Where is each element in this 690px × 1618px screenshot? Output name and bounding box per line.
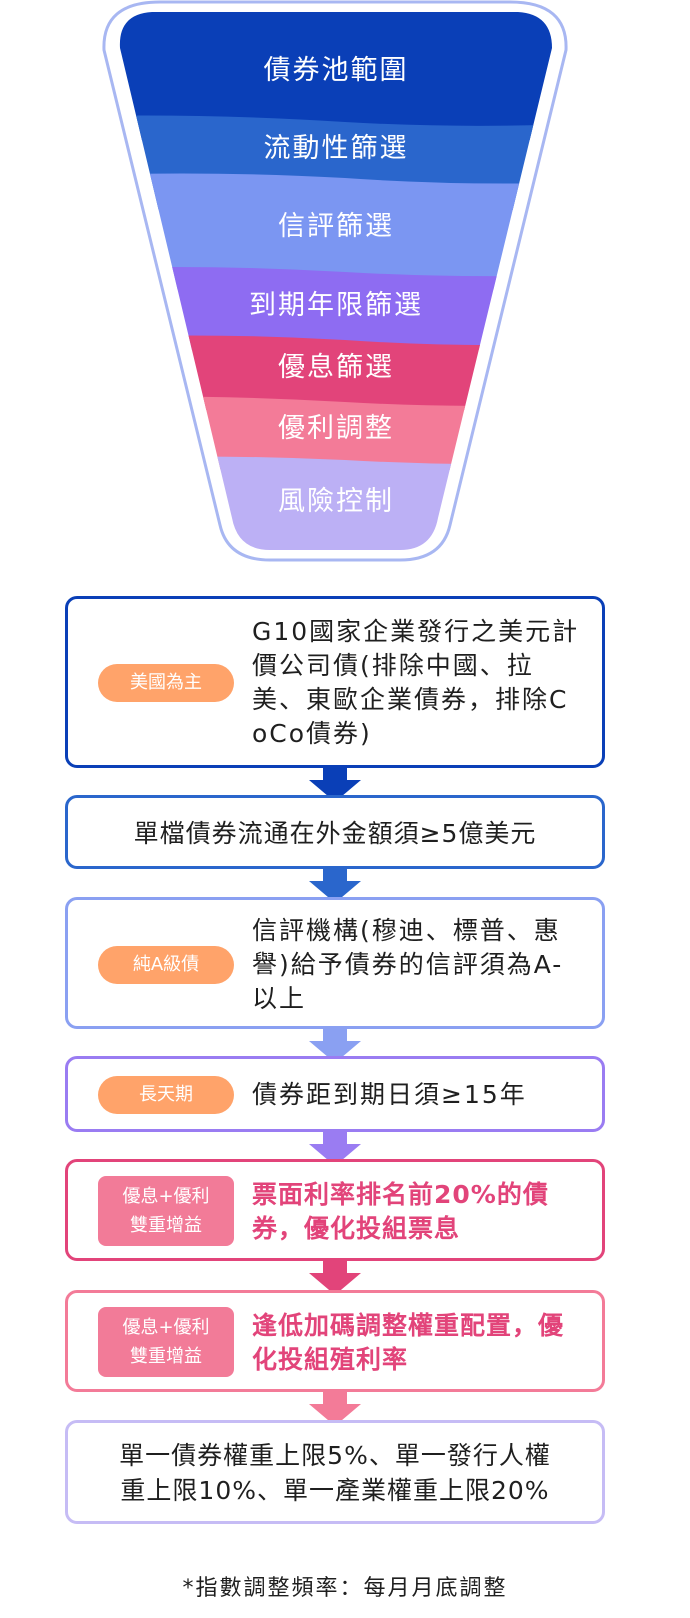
funnel-diagram: 債券池範圍 流動性篩選 信評篩選 到期年限篩選 優息篩選 優利調整 風險控制: [102, 0, 568, 562]
step-box-liquidity: 單檔債券流通在外金額須≥5億美元: [65, 795, 605, 869]
funnel-stage-label-6: 優利調整: [278, 413, 394, 444]
arrow-down-icon: [309, 1261, 361, 1295]
step-desc-risk-line-1: 單一債券權重上限5%、單一發行人權: [119, 1441, 551, 1470]
funnel-stage-label-1: 債券池範圍: [264, 55, 409, 86]
funnel-stage-label-3: 信評篩選: [278, 211, 394, 242]
arrow-down-icon: [309, 768, 361, 802]
step-box-universe: 美國為主 G10國家企業發行之美元計價公司債(排除中國、拉美、東歐企業債券，排除…: [65, 596, 605, 768]
arrow-down-icon: [309, 1132, 361, 1166]
step-box-maturity: 長天期 債券距到期日須≥15年: [65, 1056, 605, 1132]
funnel-outline: [102, 0, 568, 562]
step-desc-liquidity: 單檔債券流通在外金額須≥5億美元: [133, 819, 537, 848]
step-box-risk-control: 單一債券權重上限5%、單一發行人權 重上限10%、單一產業權重上限20%: [65, 1420, 605, 1524]
step-desc-universe: G10國家企業發行之美元計價公司債(排除中國、拉美、東歐企業債券，排除CoCo債…: [252, 617, 580, 748]
step-box-yield: 優息+優利 雙重增益 逢低加碼調整權重配置，優化投組殖利率: [65, 1290, 605, 1392]
step-desc-risk-line-2: 重上限10%、單一產業權重上限20%: [120, 1476, 550, 1505]
funnel-stage-7: [119, 456, 552, 550]
funnel-stage-label-2: 流動性篩選: [264, 133, 409, 164]
step-box-coupon: 優息+優利 雙重增益 票面利率排名前20%的債券，優化投組票息: [65, 1159, 605, 1261]
tag-line: 優息+優利: [122, 1186, 210, 1207]
arrow-down-icon: [309, 1029, 361, 1063]
step-desc-rating: 信評機構(穆迪、標普、惠譽)給予債券的信評須為A-以上: [252, 916, 564, 1013]
tag-line: 雙重增益: [130, 1215, 202, 1236]
step-box-rating: 純A級債 信評機構(穆迪、標普、惠譽)給予債券的信評須為A-以上: [65, 897, 605, 1029]
step-desc-yield: 逢低加碼調整權重配置，優化投組殖利率: [252, 1311, 565, 1374]
tag-badge-dual-boost: 優息+優利 雙重增益: [98, 1176, 234, 1246]
tag-line: 雙重增益: [130, 1346, 202, 1367]
funnel-stage-label-7: 風險控制: [278, 486, 394, 517]
tag-line: 優息+優利: [122, 1317, 210, 1338]
funnel-stage-label-4: 到期年限篩選: [249, 290, 423, 321]
tag-badge-long-maturity: 長天期: [98, 1076, 234, 1114]
tag-badge-us-focus: 美國為主: [98, 664, 234, 702]
funnel-stage-label-5: 優息篩選: [278, 352, 394, 383]
tag-badge-pure-a: 純A級債: [98, 946, 234, 984]
tag-badge-dual-boost: 優息+優利 雙重增益: [98, 1307, 234, 1377]
step-desc-maturity: 債券距到期日須≥15年: [252, 1080, 527, 1109]
arrow-down-icon: [309, 869, 361, 903]
step-desc-coupon: 票面利率排名前20%的債券，優化投組票息: [252, 1180, 549, 1243]
arrow-down-icon: [309, 1392, 361, 1426]
footnote: *指數調整頻率：每月月底調整: [182, 1576, 508, 1601]
